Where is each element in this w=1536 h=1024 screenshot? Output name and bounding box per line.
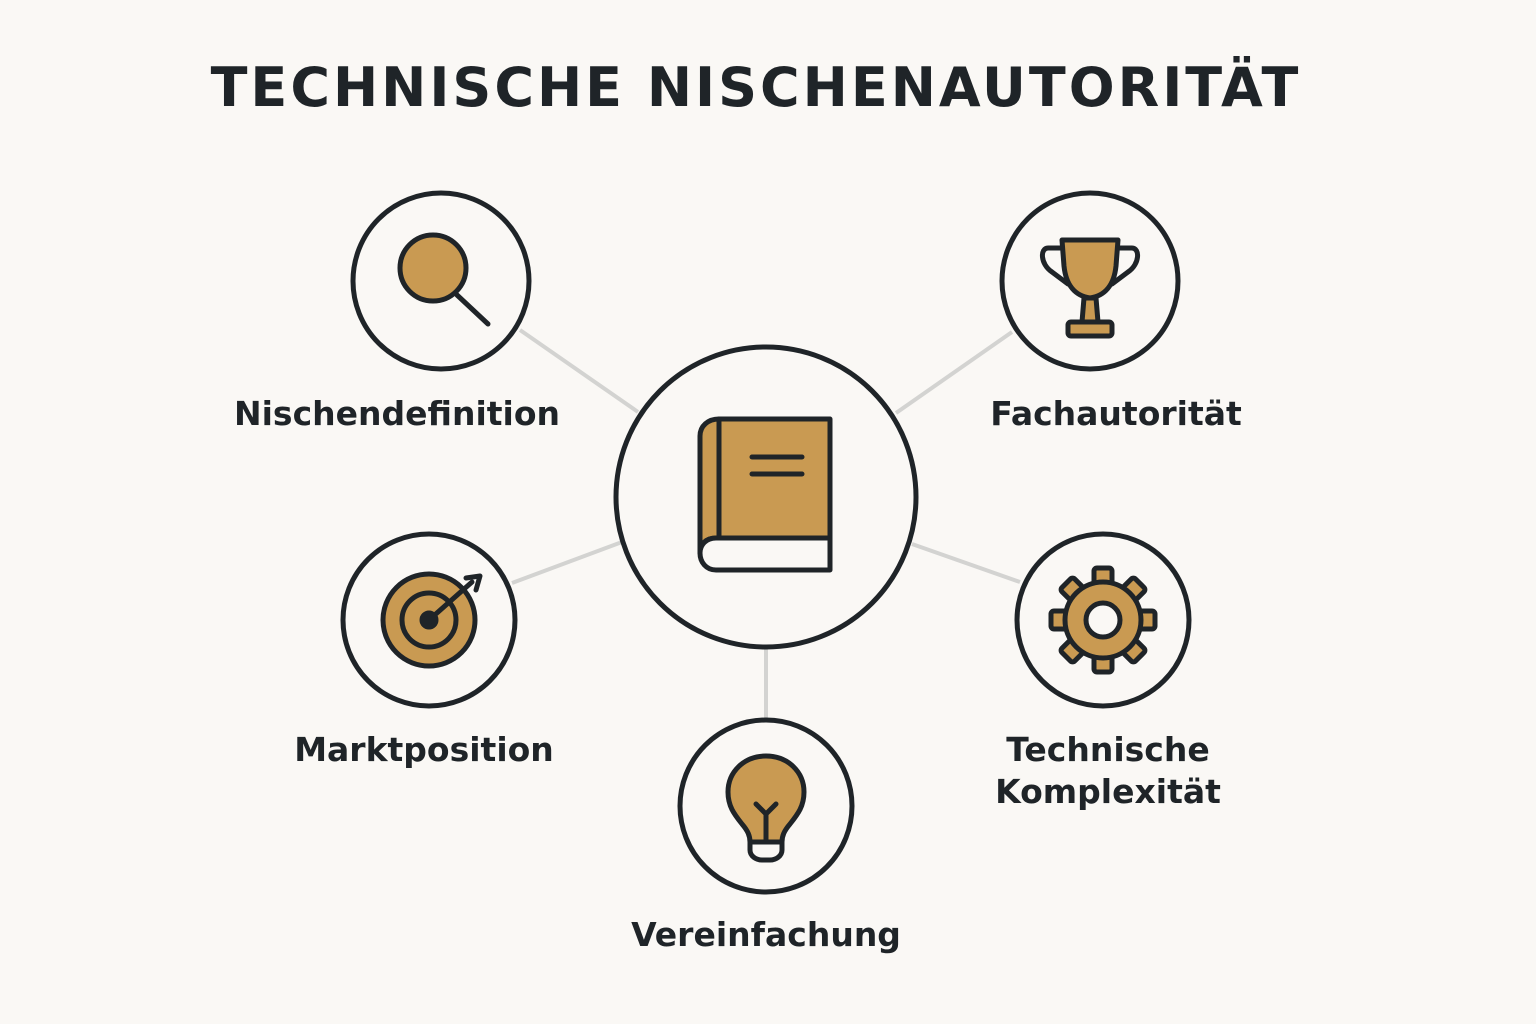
target-icon bbox=[380, 571, 483, 669]
magnifier-icon bbox=[397, 232, 491, 327]
center-node bbox=[613, 344, 919, 650]
label-technische-komplexitaet: Technische Komplexität bbox=[968, 729, 1248, 813]
connector-fachautoritaet bbox=[894, 330, 1014, 415]
node-vereinfachung bbox=[677, 717, 855, 895]
lightbulb-icon bbox=[725, 753, 807, 863]
gear-icon bbox=[1048, 565, 1158, 675]
label-vereinfachung: Vereinfachung bbox=[631, 915, 901, 954]
connector-nischendefinition bbox=[518, 328, 640, 414]
node-technische-komplexitaet bbox=[1014, 531, 1192, 709]
label-marktposition: Marktposition bbox=[294, 730, 554, 769]
page-title: TECHNISCHE NISCHENAUTORITÄT bbox=[210, 56, 1302, 119]
label-nischendefinition: Nischendefinition bbox=[234, 394, 561, 433]
connector-marktposition bbox=[511, 540, 623, 585]
node-fachautoritaet bbox=[999, 190, 1181, 372]
trophy-icon bbox=[1040, 237, 1140, 339]
book-icon bbox=[697, 416, 833, 573]
label-fachautoritaet: Fachautorität bbox=[990, 394, 1242, 433]
connectors bbox=[511, 328, 1021, 718]
connector-technische-komplexitaet bbox=[911, 542, 1021, 584]
label-technische-komplexitaet-line-1: Technische bbox=[1006, 730, 1210, 769]
node-nischendefinition bbox=[350, 190, 532, 372]
label-technische-komplexitaet-line-2: Komplexität bbox=[995, 772, 1221, 811]
node-marktposition bbox=[340, 531, 518, 709]
